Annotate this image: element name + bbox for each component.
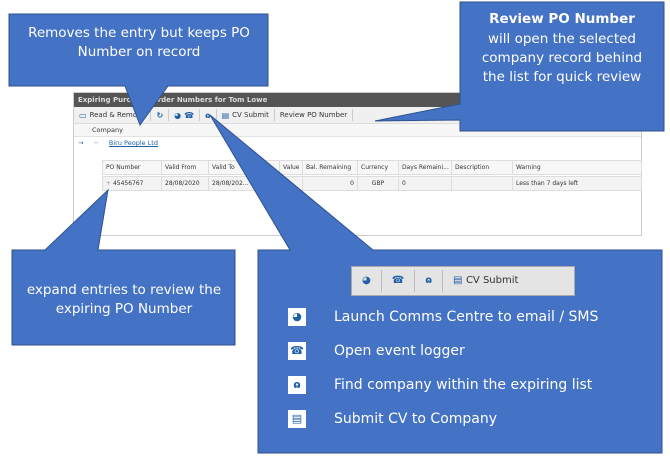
cv-submit-legend-label: CV Submit bbox=[465, 275, 519, 286]
collapse-icon[interactable]: − bbox=[93, 139, 99, 147]
refresh-button[interactable]: ↻ bbox=[151, 109, 170, 121]
satellite-icon: ◕ bbox=[288, 308, 306, 326]
legend-label: Submit CV to Company bbox=[334, 411, 498, 427]
cell-bal-remaining: 0 bbox=[303, 177, 358, 190]
callout-read-remove-text: Removes the entry but keeps PO Number on… bbox=[28, 25, 250, 60]
callout-top-left bbox=[8, 13, 269, 127]
cv-document-icon: ▤ bbox=[221, 110, 230, 120]
toolbar-legend-strip: ◕ ☎ ɷ ▤ CV Submit bbox=[351, 266, 575, 296]
comms-button[interactable]: ◕☎ bbox=[169, 109, 201, 121]
read-remove-icon: ▭ bbox=[79, 110, 87, 120]
col-valid-from[interactable]: Valid From bbox=[162, 161, 209, 174]
callout-review-title: Review PO Number bbox=[489, 11, 635, 27]
legend-label: Open event logger bbox=[334, 343, 465, 359]
col-days-remaining[interactable]: Days Remaini... bbox=[399, 161, 452, 174]
col-description[interactable]: Description bbox=[452, 161, 513, 174]
phone-icon: ☎ bbox=[288, 342, 306, 360]
binoculars-icon: ɷ bbox=[288, 376, 306, 394]
row-indicator-icon: → bbox=[78, 139, 84, 147]
binoculars-icon: ɷ bbox=[415, 270, 444, 292]
col-valid-to[interactable]: Valid To bbox=[209, 161, 280, 174]
legend-label: Launch Comms Centre to email / SMS bbox=[334, 309, 599, 325]
cell-days-remaining: 0 bbox=[399, 177, 452, 190]
expand-icon[interactable]: + bbox=[106, 180, 113, 187]
cv-submit-label: CV Submit bbox=[232, 111, 269, 119]
po-header-row: PO Number Valid From Valid To Value Bal.… bbox=[102, 160, 642, 175]
legend-label: Find company within the expiring list bbox=[334, 377, 593, 393]
legend-item-comms: ◕ Launch Comms Centre to email / SMS bbox=[288, 308, 598, 326]
cv-document-icon: ▤ bbox=[453, 275, 466, 286]
table-row[interactable]: + 45456767 28/08/2020 28/08/202... 0 GBP… bbox=[102, 176, 642, 191]
satellite-icon: ◕ bbox=[174, 110, 182, 120]
cv-submit-legend: ▤ CV Submit bbox=[443, 270, 528, 292]
callout-review-text: will open the selected company record be… bbox=[481, 31, 643, 85]
binoculars-icon: ɷ bbox=[205, 110, 211, 120]
legend-item-logger: ☎ Open event logger bbox=[288, 342, 465, 360]
callout-expand-text: expand entries to review the expiring PO… bbox=[26, 282, 222, 317]
po-number-value: 45456767 bbox=[112, 180, 144, 187]
satellite-icon: ◕ bbox=[352, 270, 382, 292]
cell-currency: GBP bbox=[358, 177, 399, 190]
company-group-row[interactable]: → − Biru People Ltd bbox=[74, 137, 641, 149]
refresh-icon: ↻ bbox=[156, 110, 164, 120]
cell-value bbox=[280, 177, 303, 190]
read-remove-label: Read & Remove bbox=[89, 111, 146, 119]
cell-valid-from: 28/08/2020 bbox=[162, 177, 209, 190]
cell-po-number: + 45456767 bbox=[103, 177, 162, 190]
callout-bottom-left bbox=[11, 188, 236, 346]
review-po-button[interactable]: Review PO Number bbox=[275, 109, 354, 121]
cv-document-icon: ▤ bbox=[288, 410, 306, 428]
callout-top-right bbox=[374, 1, 665, 132]
cell-description bbox=[452, 177, 513, 190]
legend-item-cv: ▤ Submit CV to Company bbox=[288, 410, 497, 428]
review-po-label: Review PO Number bbox=[279, 111, 348, 119]
col-bal-remaining[interactable]: Bal. Remaining bbox=[303, 161, 358, 174]
cell-warning: Less than 7 days left bbox=[516, 180, 579, 187]
col-po-number[interactable]: PO Number bbox=[103, 161, 162, 174]
company-link[interactable]: Biru People Ltd bbox=[108, 139, 158, 147]
cv-submit-button[interactable]: ▤CV Submit bbox=[217, 109, 275, 121]
col-warning[interactable]: Warning bbox=[516, 164, 541, 171]
col-currency[interactable]: Currency bbox=[358, 161, 399, 174]
read-remove-button[interactable]: ▭Read & Remove bbox=[74, 109, 152, 121]
phone-icon: ☎ bbox=[184, 110, 195, 120]
find-button[interactable]: ɷ bbox=[200, 109, 217, 121]
legend-item-find: ɷ Find company within the expiring list bbox=[288, 376, 592, 394]
col-value[interactable]: Value bbox=[280, 161, 303, 174]
phone-icon: ☎ bbox=[382, 270, 416, 292]
